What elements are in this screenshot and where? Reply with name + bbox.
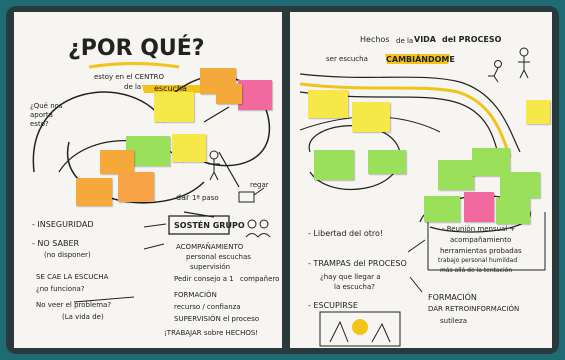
left-list-item-1: - INSEGURIDAD [32,220,94,229]
right-list-item-2: personal escuchas [186,253,251,261]
right-subtitle: ser escucha [326,55,368,63]
sticky-note [216,84,242,104]
left-list-item-6: No veer el problema? [36,301,112,309]
right-list-item-3: ¿hay que llegar a [320,273,381,281]
left-list-item-2: - NO SABER [32,239,80,248]
sticky-note [368,150,406,174]
right-col-item-2: acompañamiento [450,236,512,244]
right-title-suffix: del PROCESO [442,35,502,44]
sticky-note [438,160,474,190]
right-list-item-2: - TRAMPAS del PROCESO [308,259,407,268]
sticky-note [154,92,194,122]
right-flipchart-sheet: Hechos de la VIDA del PROCESO ser escuch… [290,12,552,348]
sticky-note [172,134,206,162]
left-sheet-question: ¿Qué nos aporta esto? [30,102,63,129]
right-col-item-1: - Reunión mensual + [442,225,516,233]
right-col-item-6: FORMACIÓN [428,293,477,302]
sticky-note [118,172,154,202]
right-title-main: VIDA [414,35,436,44]
sticky-note [500,172,540,198]
right-col-item-7: DAR RETROINFORMACIÓN [428,305,520,313]
right-title-mid: de la [396,37,414,45]
right-list-item-6: FORMACIÓN [174,291,217,299]
left-flipchart-sheet: ¿POR QUÉ? estoy en el CENTRO de la escuc… [14,12,282,348]
right-list-item-4: la escucha? [334,283,375,291]
left-sheet-title: ¿POR QUÉ? [68,36,205,61]
sticky-note [352,102,390,132]
sticky-note [464,192,494,222]
sticky-note [100,150,134,174]
right-list-item-1: ACOMPAÑAMIENTO [176,243,244,251]
right-col-item-3: herramientas probadas [440,247,522,255]
right-subtitle-highlight: CAMBIÁNDOME [386,55,455,64]
left-list-item-7: (La vida de) [62,313,104,321]
left-sheet-subtitle-2: de la [124,83,142,91]
right-list-item-9: ¡TRABAJAR sobre HECHOS! [164,329,259,337]
photo: ¿POR QUÉ? estoy en el CENTRO de la escuc… [6,6,559,354]
right-title-prefix: Hechos [360,35,390,44]
right-list-item-4: Pedir consejo a 1 [174,275,234,283]
right-list-item-1: - Libertad del otro! [308,229,384,238]
right-list-item-5: compañero [240,275,280,283]
left-list-item-4: SE CAE LA ESCUCHA [36,273,109,281]
sticky-note [526,100,550,124]
left-sheet-subtitle-highlight: escucha [154,84,187,93]
left-list-item-5: ¿no funciona? [36,285,85,293]
flow-label-2: 1ª paso [192,194,219,202]
flow-label-3: regar [250,181,269,189]
sticky-note [472,148,510,176]
right-list-item-5: - ESCUPIRSE [308,301,358,310]
right-col-item-5: más allá de la tentación [440,267,513,274]
support-group-box-label: SOSTÉN GRUPO [174,221,245,230]
sticky-note [496,198,530,224]
left-list-item-3: (no disponer) [44,251,91,259]
left-sheet-drawing [32,62,271,303]
right-list-item-8: SUPERVISIÓN el proceso [174,315,260,323]
right-col-item-4: trabajo personal humildad [438,257,518,264]
right-list-item-3: supervisión [190,263,231,271]
sticky-note [308,90,348,118]
sticky-note [238,80,272,110]
sticky-note [76,178,112,206]
right-sheet-drawing [299,47,546,347]
left-sheet-subtitle-1: estoy en el CENTRO [94,73,164,81]
sticky-note [424,196,460,222]
right-col-item-8: sutileza [440,317,467,325]
right-list-item-7: recurso / confianza [174,303,241,311]
flow-label-1: dar [176,193,190,202]
sticky-note [314,150,354,180]
